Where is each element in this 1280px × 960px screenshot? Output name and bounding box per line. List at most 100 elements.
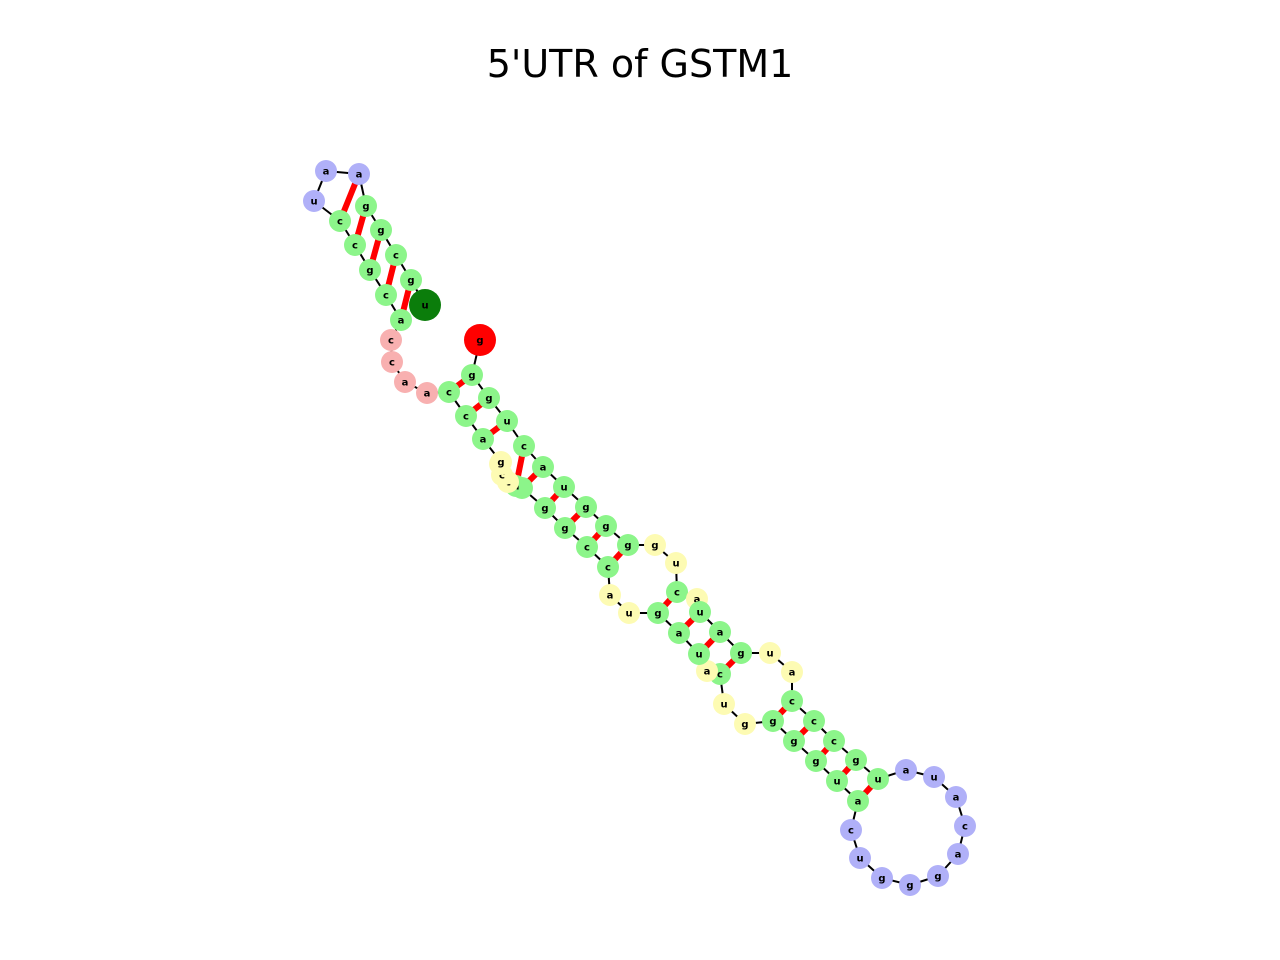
nucleotide-label: u — [766, 649, 773, 660]
nucleotide: c — [597, 556, 619, 578]
nucleotide: u — [688, 643, 710, 665]
nucleotide-circle — [315, 160, 337, 182]
nucleotide: u — [496, 410, 518, 432]
nucleotide: c — [954, 815, 976, 837]
nucleotide-label: c — [499, 471, 505, 482]
nucleotide: a — [696, 660, 718, 682]
nucleotide-circle — [617, 534, 639, 556]
nucleotide-circle — [734, 713, 756, 735]
nucleotide-label: a — [694, 595, 701, 606]
nucleotide-label: g — [377, 226, 384, 237]
nucleotide-circle — [696, 660, 718, 682]
nucleotide-circle — [370, 219, 392, 241]
nucleotide: a — [416, 382, 438, 404]
nucleotide: u — [867, 768, 889, 790]
nucleotide: c — [781, 690, 803, 712]
nucleotide: a — [781, 661, 803, 683]
nucleotide-circle — [381, 351, 403, 373]
nucleotide-circle — [554, 517, 576, 539]
nucleotide-circle — [464, 324, 496, 356]
nucleotide: g — [730, 642, 752, 664]
nucleotide-label: g — [852, 756, 859, 767]
nucleotide: g — [762, 710, 784, 732]
nucleotide-label: g — [541, 504, 548, 515]
nucleotide-label: a — [789, 668, 796, 679]
nucleotide-circle — [576, 536, 598, 558]
nucleotide-label: u — [310, 197, 317, 208]
nucleotide: a — [599, 584, 621, 606]
nucleotide: c — [455, 405, 477, 427]
nucleotide-label: g — [654, 609, 661, 620]
nucleotide: u — [713, 693, 735, 715]
nucleotide: g — [617, 534, 639, 556]
nucleotide-label: g — [737, 649, 744, 660]
nucleotide-circle — [665, 552, 687, 574]
nucleotide-circle — [709, 621, 731, 643]
nucleotide-label: c — [521, 442, 527, 453]
nucleotide-label: c — [352, 241, 358, 252]
nucleotide-label: c — [674, 588, 680, 599]
nucleotide-label: a — [676, 629, 683, 640]
nucleotide: u — [689, 601, 711, 623]
nucleotide-label: a — [955, 850, 962, 861]
nucleotide-circle — [595, 515, 617, 537]
nucleotide-label: c — [811, 717, 817, 728]
nucleotide-circle — [329, 210, 351, 232]
nucleotide: g — [927, 865, 949, 887]
nucleotide: a — [947, 843, 969, 865]
nucleotide-label: c — [463, 412, 469, 423]
nucleotide: g — [370, 219, 392, 241]
nucleotide-circle — [644, 534, 666, 556]
nucleotide-label: u — [874, 775, 881, 786]
nucleotide-circle — [923, 766, 945, 788]
nucleotide-circle — [394, 371, 416, 393]
nucleotide-label: a — [717, 628, 724, 639]
nucleotide: a — [394, 371, 416, 393]
nucleotide-label: c — [962, 822, 968, 833]
nucleotide: c — [375, 284, 397, 306]
nucleotide-label: a — [356, 170, 363, 181]
nucleotide-label: g — [906, 881, 913, 892]
nucleotide-circle — [847, 790, 869, 812]
nucleotide-label: a — [480, 435, 487, 446]
nucleotide-label: c — [584, 543, 590, 554]
nucleotide: a — [315, 160, 337, 182]
nucleotide: a — [945, 786, 967, 808]
nucleotide-circle — [618, 602, 640, 624]
nucleotide: c — [513, 435, 535, 457]
nucleotide-circle — [647, 602, 669, 624]
nucleotide-label: g — [476, 336, 483, 347]
nucleotide: a — [709, 621, 731, 643]
nucleotide: g — [355, 195, 377, 217]
nucleotide-label: u — [421, 301, 428, 312]
nucleotide-label: u — [856, 854, 863, 865]
nucleotide: g — [805, 750, 827, 772]
nucleotide: a — [472, 428, 494, 450]
nucleotide-label: u — [560, 483, 567, 494]
nucleotide-circle — [899, 874, 921, 896]
nucleotide: g — [644, 534, 666, 556]
nucleotide-circle — [781, 661, 803, 683]
nucleotide: g — [595, 515, 617, 537]
nucleotide-circle — [666, 581, 688, 603]
nucleotide-label: g — [468, 371, 475, 382]
nucleotide: g — [899, 874, 921, 896]
nucleotide-circle — [461, 364, 483, 386]
nucleotide-circle — [689, 601, 711, 623]
nucleotide-circle — [954, 815, 976, 837]
nucleotide-label: g — [812, 757, 819, 768]
nucleotide-circle — [803, 710, 825, 732]
nucleotide-circle — [400, 269, 422, 291]
nucleotide-label: a — [424, 389, 431, 400]
nucleotide: c — [385, 244, 407, 266]
nucleotide-label: a — [402, 378, 409, 389]
chart-title: 5'UTR of GSTM1 — [486, 42, 794, 86]
nucleotide-label: a — [607, 591, 614, 602]
nucleotide-label: g — [624, 541, 631, 552]
nucleotide-label: c — [717, 670, 723, 681]
nucleotide-label: g — [934, 872, 941, 883]
nucleotide-label: c — [446, 388, 452, 399]
nucleotide: g — [554, 517, 576, 539]
